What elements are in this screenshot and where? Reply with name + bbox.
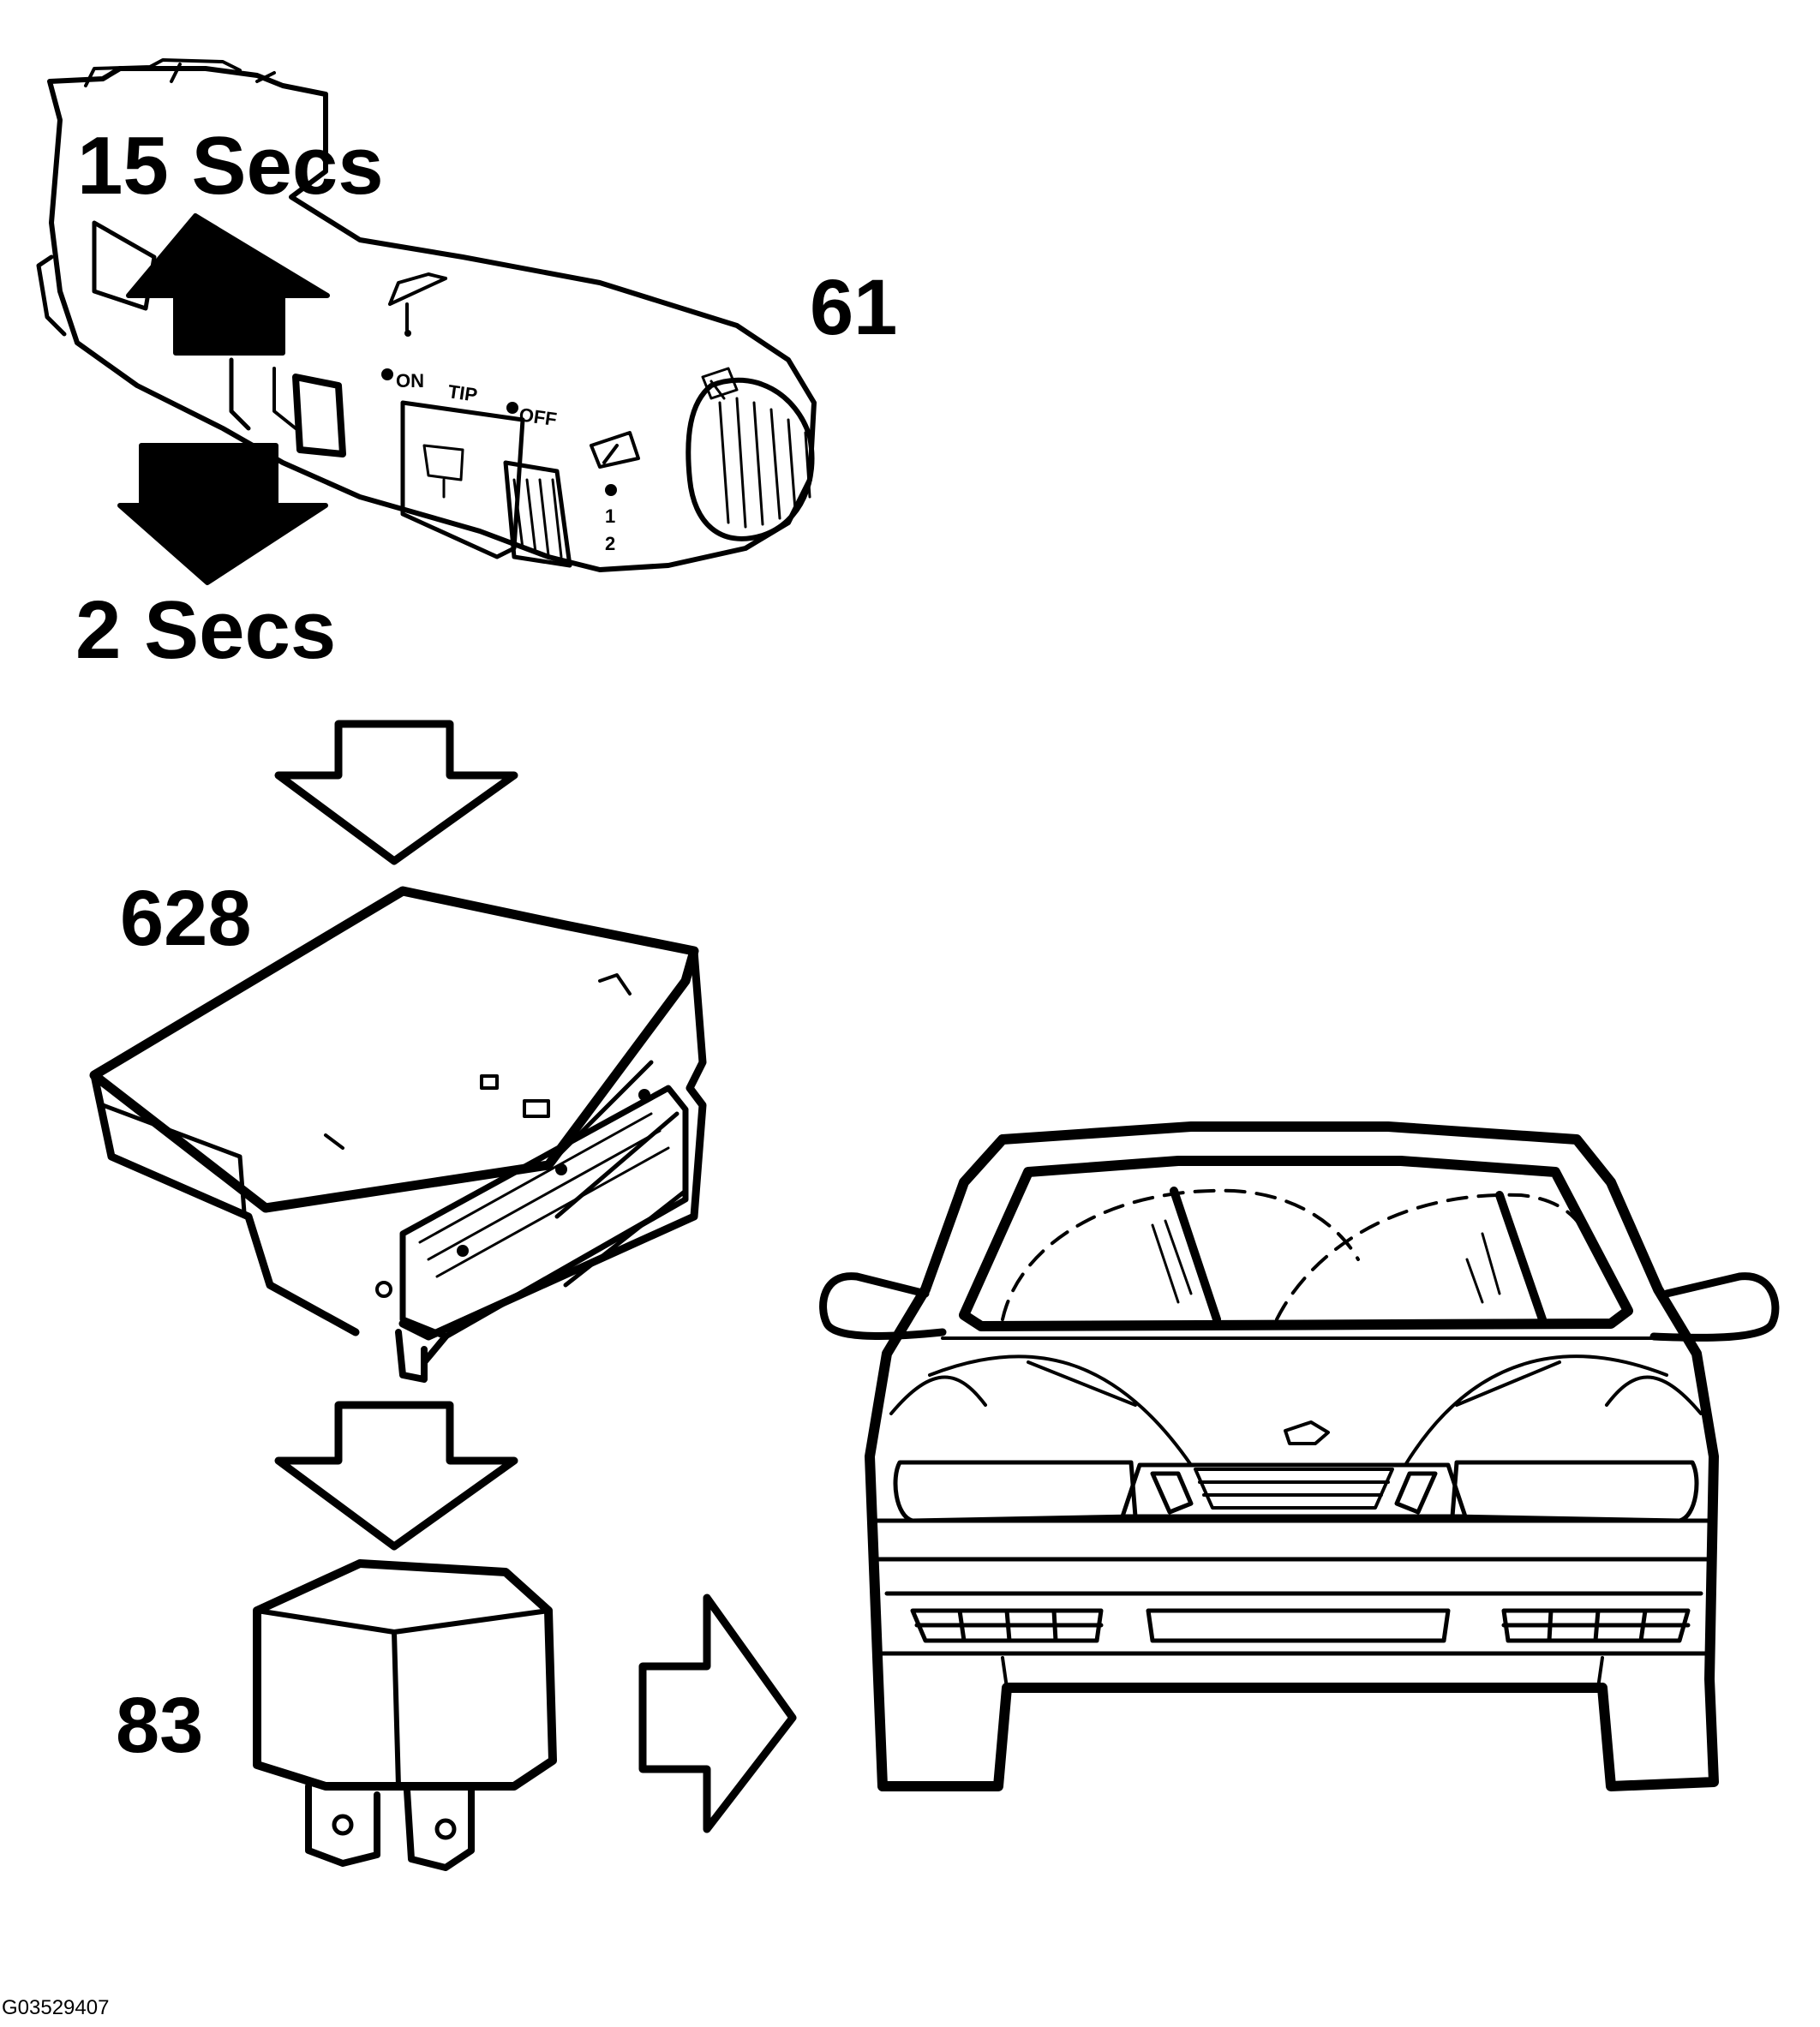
front-wiper-icon bbox=[388, 272, 447, 332]
switch-speed-1-label: 1 bbox=[605, 505, 615, 527]
figure-code: G03529407 bbox=[2, 1996, 109, 2019]
switch-on-label: ON bbox=[396, 370, 424, 392]
rear-wiper-icon bbox=[590, 431, 640, 469]
control-module bbox=[89, 886, 707, 1383]
wiper-blade-right bbox=[1495, 1191, 1547, 1324]
side-toggle bbox=[292, 374, 346, 457]
relay bbox=[253, 1559, 557, 1871]
label-module-628: 628 bbox=[120, 875, 252, 962]
wiper-blade-left bbox=[1170, 1187, 1221, 1324]
headlight-right bbox=[1450, 1460, 1699, 1523]
switch-off-label: OFF bbox=[518, 404, 558, 430]
label-relay-83: 83 bbox=[116, 1682, 203, 1769]
label-2-secs: 2 Secs bbox=[75, 584, 336, 676]
flow-arrow-right bbox=[638, 1593, 797, 1833]
push-down-arrow bbox=[117, 443, 328, 585]
switch-speed-2-label: 2 bbox=[605, 533, 615, 554]
flow-arrow-down-2 bbox=[274, 1401, 518, 1551]
fog-light-right bbox=[1501, 1608, 1691, 1643]
tip-slider bbox=[400, 400, 525, 559]
windshield bbox=[959, 1156, 1633, 1331]
brand-badge bbox=[1284, 1420, 1330, 1445]
mirror-left bbox=[819, 1272, 947, 1340]
car-front-view bbox=[819, 1121, 1780, 1791]
wiper-switch-stalk bbox=[36, 58, 817, 572]
grille bbox=[1194, 1468, 1394, 1510]
switch-tip-label: TIP bbox=[446, 380, 478, 406]
mirror-right bbox=[1649, 1272, 1780, 1342]
push-up-arrow bbox=[126, 213, 330, 356]
fog-light-left bbox=[910, 1608, 1104, 1643]
lower-air-intake bbox=[1146, 1608, 1451, 1643]
lever-end-knob bbox=[685, 377, 815, 541]
label-15-secs: 15 Secs bbox=[77, 120, 384, 212]
headlight-left bbox=[893, 1460, 1138, 1523]
label-switch-61: 61 bbox=[810, 264, 897, 351]
flow-arrow-down-1 bbox=[274, 720, 518, 865]
